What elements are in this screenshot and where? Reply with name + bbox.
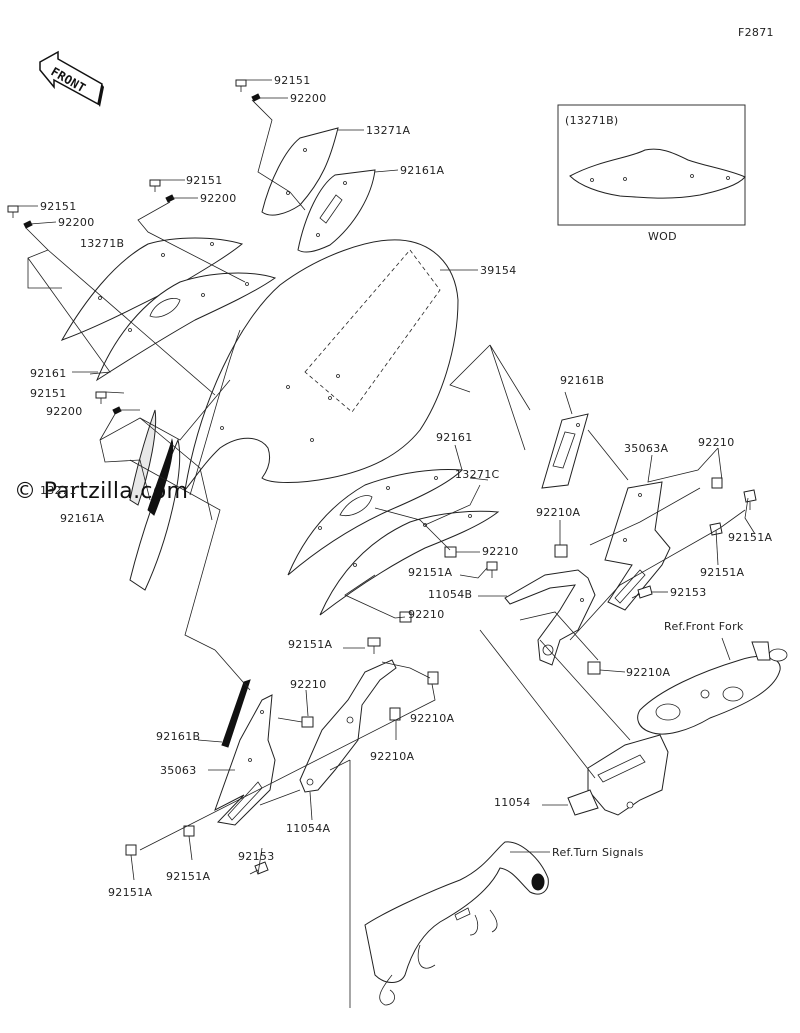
label-92153: 92153 <box>670 586 707 599</box>
windshield-39154 <box>184 239 459 496</box>
label-92161: 92161 <box>30 367 67 380</box>
left-deflector <box>129 409 181 591</box>
label-92210: 92210 <box>698 436 735 449</box>
label-92151: 92151 <box>274 74 311 87</box>
upper-deflector-13271A <box>261 127 376 253</box>
label-92210: 92210 <box>408 608 445 621</box>
label-92210: 92210 <box>290 678 327 691</box>
label-92151A: 92151A <box>288 638 332 651</box>
figure-code: F2871 <box>738 26 774 39</box>
label-11054A: 11054A <box>286 822 330 835</box>
label-92210A: 92210A <box>536 506 580 519</box>
label-92210A: 92210A <box>370 750 414 763</box>
label-92153: 92153 <box>238 850 275 863</box>
turn-signal-bracket <box>364 841 549 1006</box>
label-92200: 92200 <box>58 216 95 229</box>
label-92151A: 92151A <box>108 886 152 899</box>
left-deflector-13271B <box>60 237 277 382</box>
part-labels: 92151 92200 13271A 92161A 92151 92200 92… <box>30 74 772 899</box>
label-11054B: 11054B <box>428 588 472 601</box>
label-ref-turn-signals: Ref.Turn Signals <box>552 846 644 859</box>
label-35063: 35063 <box>160 764 197 777</box>
label-92151: 92151 <box>40 200 77 213</box>
gasket-92161B-left <box>221 679 251 748</box>
stay-11054A <box>299 659 397 793</box>
label-92210A: 92210A <box>410 712 454 725</box>
fasteners <box>7 79 757 875</box>
label-92210A: 92210A <box>626 666 670 679</box>
gasket-92161B-right <box>541 413 589 489</box>
label-92200: 92200 <box>290 92 327 105</box>
label-92210: 92210 <box>482 545 519 558</box>
inset-title: (13271B) <box>565 114 619 127</box>
label-92161B: 92161B <box>156 730 200 743</box>
label-92151A: 92151A <box>408 566 452 579</box>
leader-lines <box>18 79 756 1008</box>
label-35063A: 35063A <box>624 442 668 455</box>
label-13271B: 13271B <box>80 237 124 250</box>
label-92161A: 92161A <box>400 164 444 177</box>
label-13271A: 13271A <box>366 124 410 137</box>
label-92151: 92151 <box>186 174 223 187</box>
label-92151A: 92151A <box>166 870 210 883</box>
label-13271C: 13271C <box>455 468 499 481</box>
label-92161A: 92161A <box>60 512 104 525</box>
stay-11054 <box>567 734 669 816</box>
label-92151A: 92151A <box>700 566 744 579</box>
label-92161: 92161 <box>436 431 473 444</box>
label-39154: 39154 <box>480 264 517 277</box>
front-fork-clamp <box>637 641 788 735</box>
bracket-35063 <box>214 694 276 826</box>
label-ref-front-fork: Ref.Front Fork <box>664 620 744 633</box>
front-arrow-icon: FRONT <box>39 50 104 107</box>
label-92161B: 92161B <box>560 374 604 387</box>
inset-box: (13271B) WOD <box>557 104 746 243</box>
label-92200: 92200 <box>200 192 237 205</box>
stay-11054B <box>504 569 596 666</box>
watermark: © Partzilla.com <box>14 479 188 504</box>
label-92200: 92200 <box>46 405 83 418</box>
label-11054: 11054 <box>494 796 531 809</box>
inset-caption: WOD <box>648 230 677 243</box>
label-92151: 92151 <box>30 387 67 400</box>
label-13271: 13271 <box>40 484 77 497</box>
label-92151A: 92151A <box>728 531 772 544</box>
